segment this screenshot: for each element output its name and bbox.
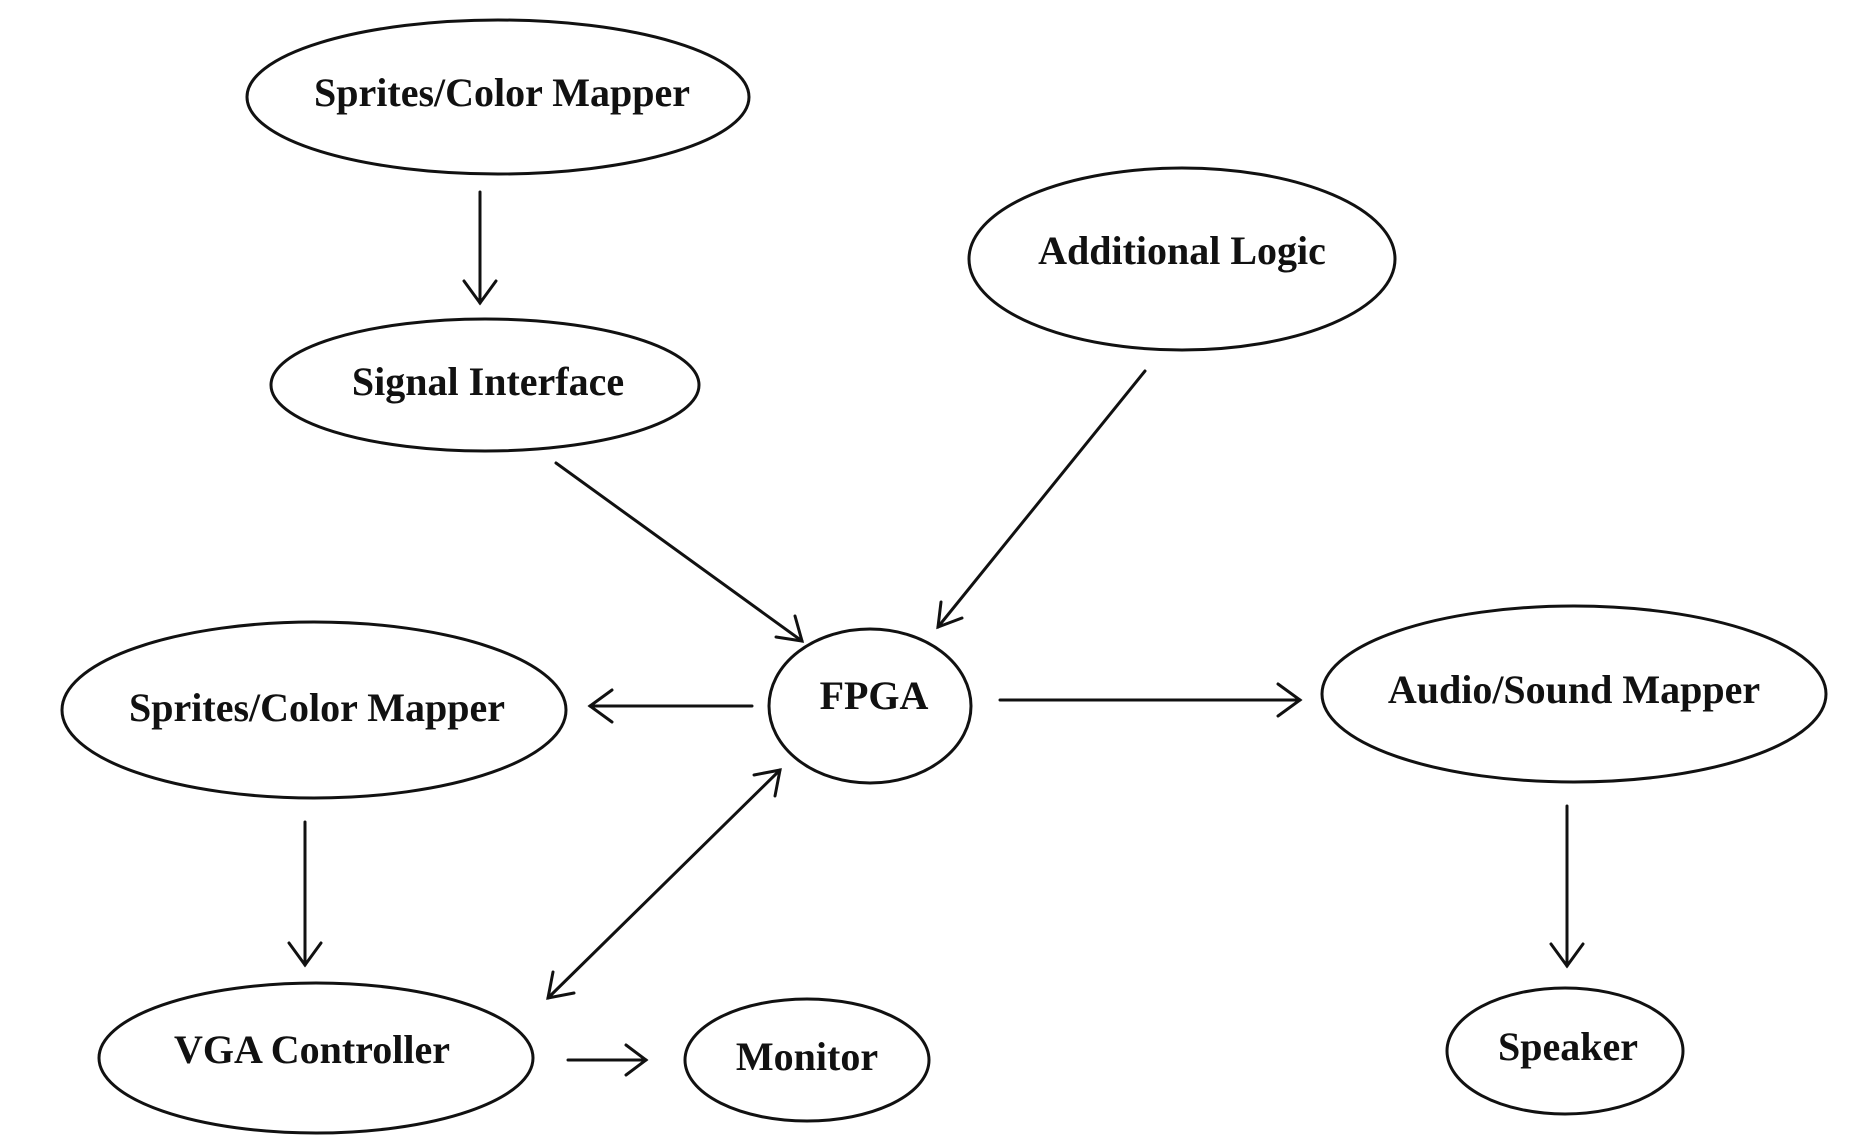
arrowhead-icon: [287, 941, 323, 968]
edge-vga-controller-fpga-bidirectional: [546, 768, 782, 1000]
edge-fpga-to-audio-mapper: [998, 682, 1303, 718]
edge-sprites-top-to-signal-interface: [462, 190, 498, 306]
node-label: FPGA: [820, 673, 929, 718]
node-monitor[interactable]: Monitor: [683, 997, 931, 1123]
edge-fpga-to-sprites-left: [587, 688, 754, 724]
node-label: Speaker: [1498, 1024, 1638, 1069]
node-label: Monitor: [736, 1034, 878, 1079]
edge-additional-logic-to-fpga: [936, 369, 1147, 630]
node-shape: [269, 317, 701, 453]
edge-sprites-left-to-vga-controller: [287, 820, 323, 968]
node-label: Audio/Sound Mapper: [1388, 667, 1760, 712]
node-label: Sprites/Color Mapper: [129, 685, 505, 730]
node-audio-sound-mapper[interactable]: Audio/Sound Mapper: [1320, 604, 1828, 784]
arrowhead-icon: [546, 970, 576, 1000]
node-label: Sprites/Color Mapper: [314, 70, 690, 115]
arrowhead-icon: [587, 688, 614, 724]
node-shape: [1320, 604, 1828, 784]
node-sprites-color-mapper-top[interactable]: Sprites/Color Mapper: [245, 18, 751, 176]
node-signal-interface[interactable]: Signal Interface: [269, 317, 701, 453]
node-shape: [60, 620, 568, 800]
node-shape: [683, 997, 931, 1123]
node-shape: [767, 627, 973, 785]
node-sprites-color-mapper-left[interactable]: Sprites/Color Mapper: [60, 620, 568, 800]
edge-audio-mapper-to-speaker: [1549, 804, 1585, 969]
arrowhead-icon: [462, 279, 498, 306]
edge-signal-interface-to-fpga: [554, 461, 805, 643]
edges: [287, 190, 1585, 1077]
arrowhead-icon: [1276, 682, 1303, 718]
node-additional-logic[interactable]: Additional Logic: [967, 166, 1397, 352]
node-shape: [97, 981, 535, 1135]
node-vga-controller[interactable]: VGA Controller: [97, 981, 535, 1135]
node-speaker[interactable]: Speaker: [1445, 986, 1685, 1116]
node-fpga[interactable]: FPGA: [767, 627, 973, 785]
arrowhead-icon: [624, 1043, 649, 1077]
node-label: VGA Controller: [174, 1027, 450, 1072]
arrowhead-icon: [774, 614, 805, 643]
nodes: Sprites/Color Mapper Signal Interface Ad…: [60, 18, 1828, 1135]
arrowhead-icon: [1549, 942, 1585, 969]
arrowhead-icon: [936, 600, 964, 630]
node-label: Additional Logic: [1038, 228, 1326, 273]
edge-vga-controller-to-monitor: [566, 1043, 649, 1077]
node-label: Signal Interface: [352, 359, 624, 404]
node-shape: [245, 18, 751, 176]
node-shape: [967, 166, 1397, 352]
arrowhead-icon: [752, 768, 782, 798]
node-shape: [1445, 986, 1685, 1116]
